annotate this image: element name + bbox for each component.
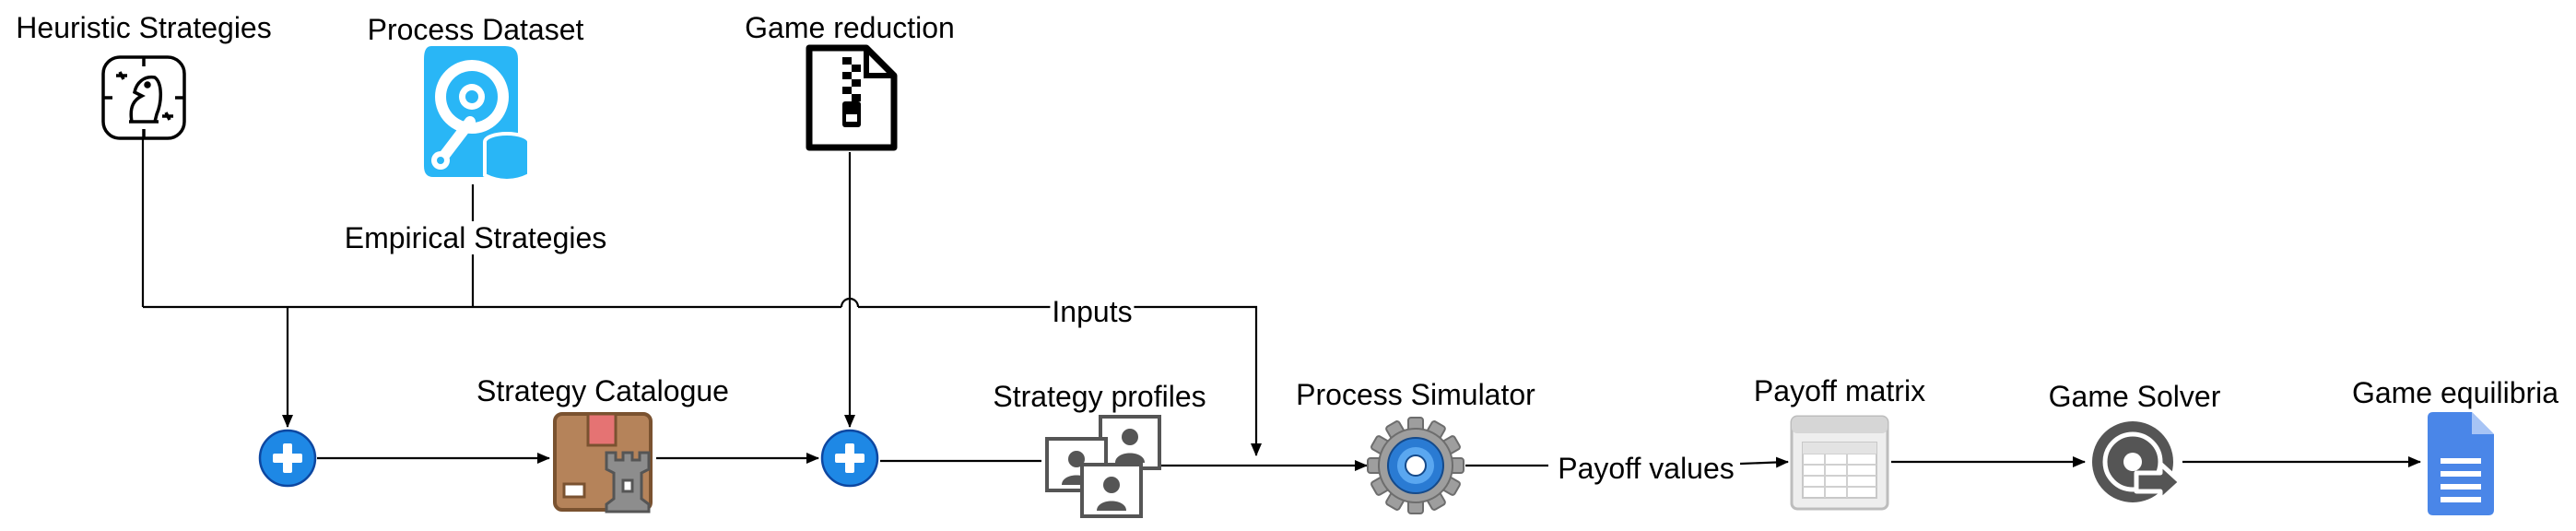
inputs-bus-right xyxy=(858,305,1262,456)
inputs-label: Inputs xyxy=(1050,295,1135,328)
box-chess-rook-icon xyxy=(553,412,653,513)
hard-drive-database-icon xyxy=(424,46,531,183)
payoff-matrix-label: Payoff matrix xyxy=(1753,374,1926,407)
document-icon xyxy=(2428,412,2494,515)
spreadsheet-window-icon xyxy=(1790,415,1889,511)
payoff-values-label: Payoff values xyxy=(1556,452,1736,485)
empirical-strategies-label: Empirical Strategies xyxy=(342,221,609,254)
user-profiles-icon xyxy=(1045,415,1161,518)
game-equilibria-label: Game equilibria xyxy=(2351,376,2559,409)
chess-knight-icon xyxy=(101,55,186,140)
zip-file-icon xyxy=(806,44,898,151)
disc-export-icon xyxy=(2092,421,2183,503)
heuristic-strategies-label: Heuristic Strategies xyxy=(16,11,272,44)
process-simulator-label: Process Simulator xyxy=(1296,378,1535,411)
strategy-catalogue-label: Strategy Catalogue xyxy=(476,374,729,407)
gear-icon xyxy=(1367,417,1464,514)
plus-circle-icon xyxy=(258,429,317,488)
game-solver-label: Game Solver xyxy=(2048,380,2221,413)
game-reduction-label: Game reduction xyxy=(745,11,955,44)
process-dataset-label: Process Dataset xyxy=(367,13,584,46)
strategy-profiles-label: Strategy profiles xyxy=(993,380,1206,413)
connectors xyxy=(141,138,2421,471)
payoff-label-to-matrix xyxy=(1739,456,1789,468)
plus-circle-icon xyxy=(820,429,879,488)
